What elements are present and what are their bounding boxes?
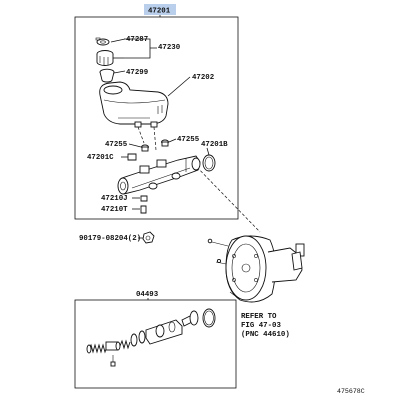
o-ring-drawing [202,154,216,172]
part-label-47255-right[interactable]: 47255 [177,136,200,144]
reservoir-drawing [99,81,169,128]
cylinder-body-drawing [117,155,201,195]
piston-kit-drawing [86,308,216,367]
part-label-47287[interactable]: 47287 [126,36,148,44]
part-label-47210T[interactable]: 47210T [101,206,128,214]
part-label-90179-08204[interactable]: 90179-08204(2) [79,235,141,243]
part-label-47210J[interactable]: 47210J [101,195,128,203]
part-label-47201[interactable]: 47201 [148,8,171,16]
cap-gasket-drawing [95,37,110,46]
part-label-47201C[interactable]: 47201C [87,154,114,162]
grommet-right-drawing [161,139,169,147]
part-label-47230[interactable]: 47230 [158,44,181,52]
piston-kit-frame [74,299,237,389]
strainer-drawing [99,68,115,83]
part-label-47299[interactable]: 47299 [126,69,148,77]
nut-drawing [142,231,155,244]
part-label-47255-left[interactable]: 47255 [105,141,128,149]
cap-drawing [96,50,114,66]
grommet-left-drawing [141,144,149,152]
reference-note-line2: FIG 47-03 [241,322,281,330]
main-assembly-label-highlight[interactable] [144,4,176,15]
reference-note-line3: (PNC 44610) [241,331,290,339]
assembly-frame [74,16,239,220]
part-label-47201B[interactable]: 47201B [201,141,228,149]
figure-id: 475678C [337,388,365,395]
reference-note-line1: REFER TO [241,313,277,321]
part-label-04493[interactable]: 04493 [136,291,159,299]
part-label-47202[interactable]: 47202 [192,74,214,82]
brake-booster-drawing [207,235,305,303]
